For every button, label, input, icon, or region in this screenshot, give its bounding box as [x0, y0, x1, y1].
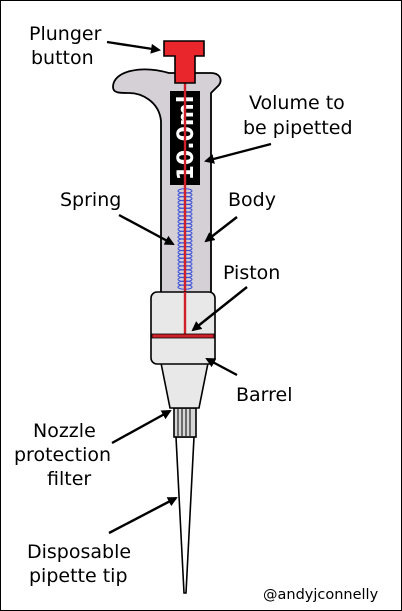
arrow-barrel	[205, 357, 238, 377]
barrel-cone	[160, 362, 209, 409]
pipette-body	[112, 68, 222, 294]
piston	[151, 333, 215, 339]
barrel-block	[150, 291, 216, 365]
arrow-piston	[191, 286, 248, 332]
arrow-volume	[204, 142, 272, 164]
label-nozzle-line2: protection	[14, 444, 111, 466]
label-plunger-line2: button	[31, 47, 94, 69]
label-plunger-button: Plunger button	[29, 23, 102, 69]
arrow-plunger-button	[106, 40, 161, 54]
label-barrel: Barrel	[236, 384, 293, 406]
label-plunger-line1: Plunger	[29, 23, 102, 45]
label-volume-line2: be pipetted	[243, 117, 353, 139]
label-nozzle-filter: Nozzle protection filter	[14, 420, 111, 490]
arrows	[106, 40, 272, 535]
label-pipette-tip: Disposable pipette tip	[27, 541, 131, 587]
arrow-body	[204, 216, 238, 243]
label-volume-line1: Volume to	[249, 92, 345, 114]
label-tip-line2: pipette tip	[29, 565, 128, 587]
credit-text: @andyjconnelly	[263, 587, 379, 603]
nozzle-filter	[173, 407, 197, 438]
volume-display-text: 10.0ml	[174, 96, 199, 181]
label-tip-line1: Disposable	[27, 541, 131, 563]
arrow-nozzle	[111, 409, 172, 445]
label-body: Body	[228, 189, 276, 211]
label-spring: Spring	[60, 189, 121, 211]
pipette-tip	[175, 436, 195, 594]
label-nozzle-line1: Nozzle	[33, 420, 96, 442]
label-piston: Piston	[223, 262, 280, 284]
arrow-spring	[118, 213, 175, 246]
plunger-button	[163, 40, 205, 84]
arrow-tip	[108, 496, 178, 535]
label-volume: Volume to be pipetted	[243, 92, 353, 139]
label-nozzle-line3: filter	[47, 468, 91, 490]
